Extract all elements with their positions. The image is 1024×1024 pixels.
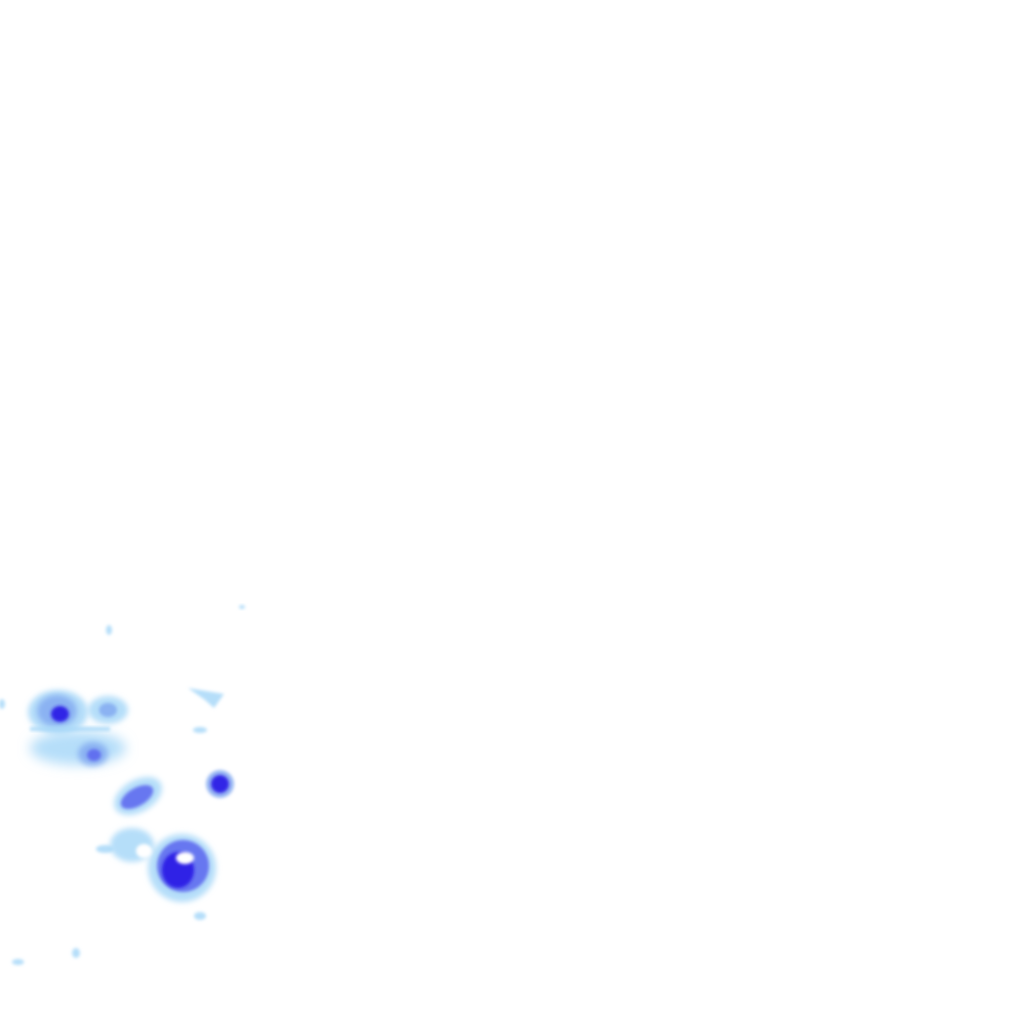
echo-light [30, 727, 110, 731]
cell-central-small [188, 688, 224, 733]
echo-light [239, 605, 245, 609]
echo-heavy [120, 785, 154, 809]
echo-light [96, 845, 114, 853]
echo-light [193, 727, 207, 733]
echo-light [194, 912, 206, 920]
cell-west-middle [30, 731, 126, 766]
echo-light [72, 948, 80, 958]
echo-heavy [87, 749, 101, 761]
echo-medium [99, 703, 117, 717]
cell-scattered [0, 605, 245, 965]
cell-central [114, 777, 162, 815]
echo-light [188, 688, 224, 708]
echo-light [0, 699, 5, 709]
cell-south-large [96, 828, 216, 902]
cell-west-upper [28, 690, 128, 734]
echo-gap [176, 852, 194, 864]
echo-intense [51, 706, 69, 722]
cell-east-small [206, 770, 234, 798]
echo-light [106, 625, 112, 635]
echo-light [30, 731, 126, 765]
echo-light [12, 959, 24, 965]
echo-intense [211, 775, 229, 793]
echo-gap [136, 844, 152, 858]
